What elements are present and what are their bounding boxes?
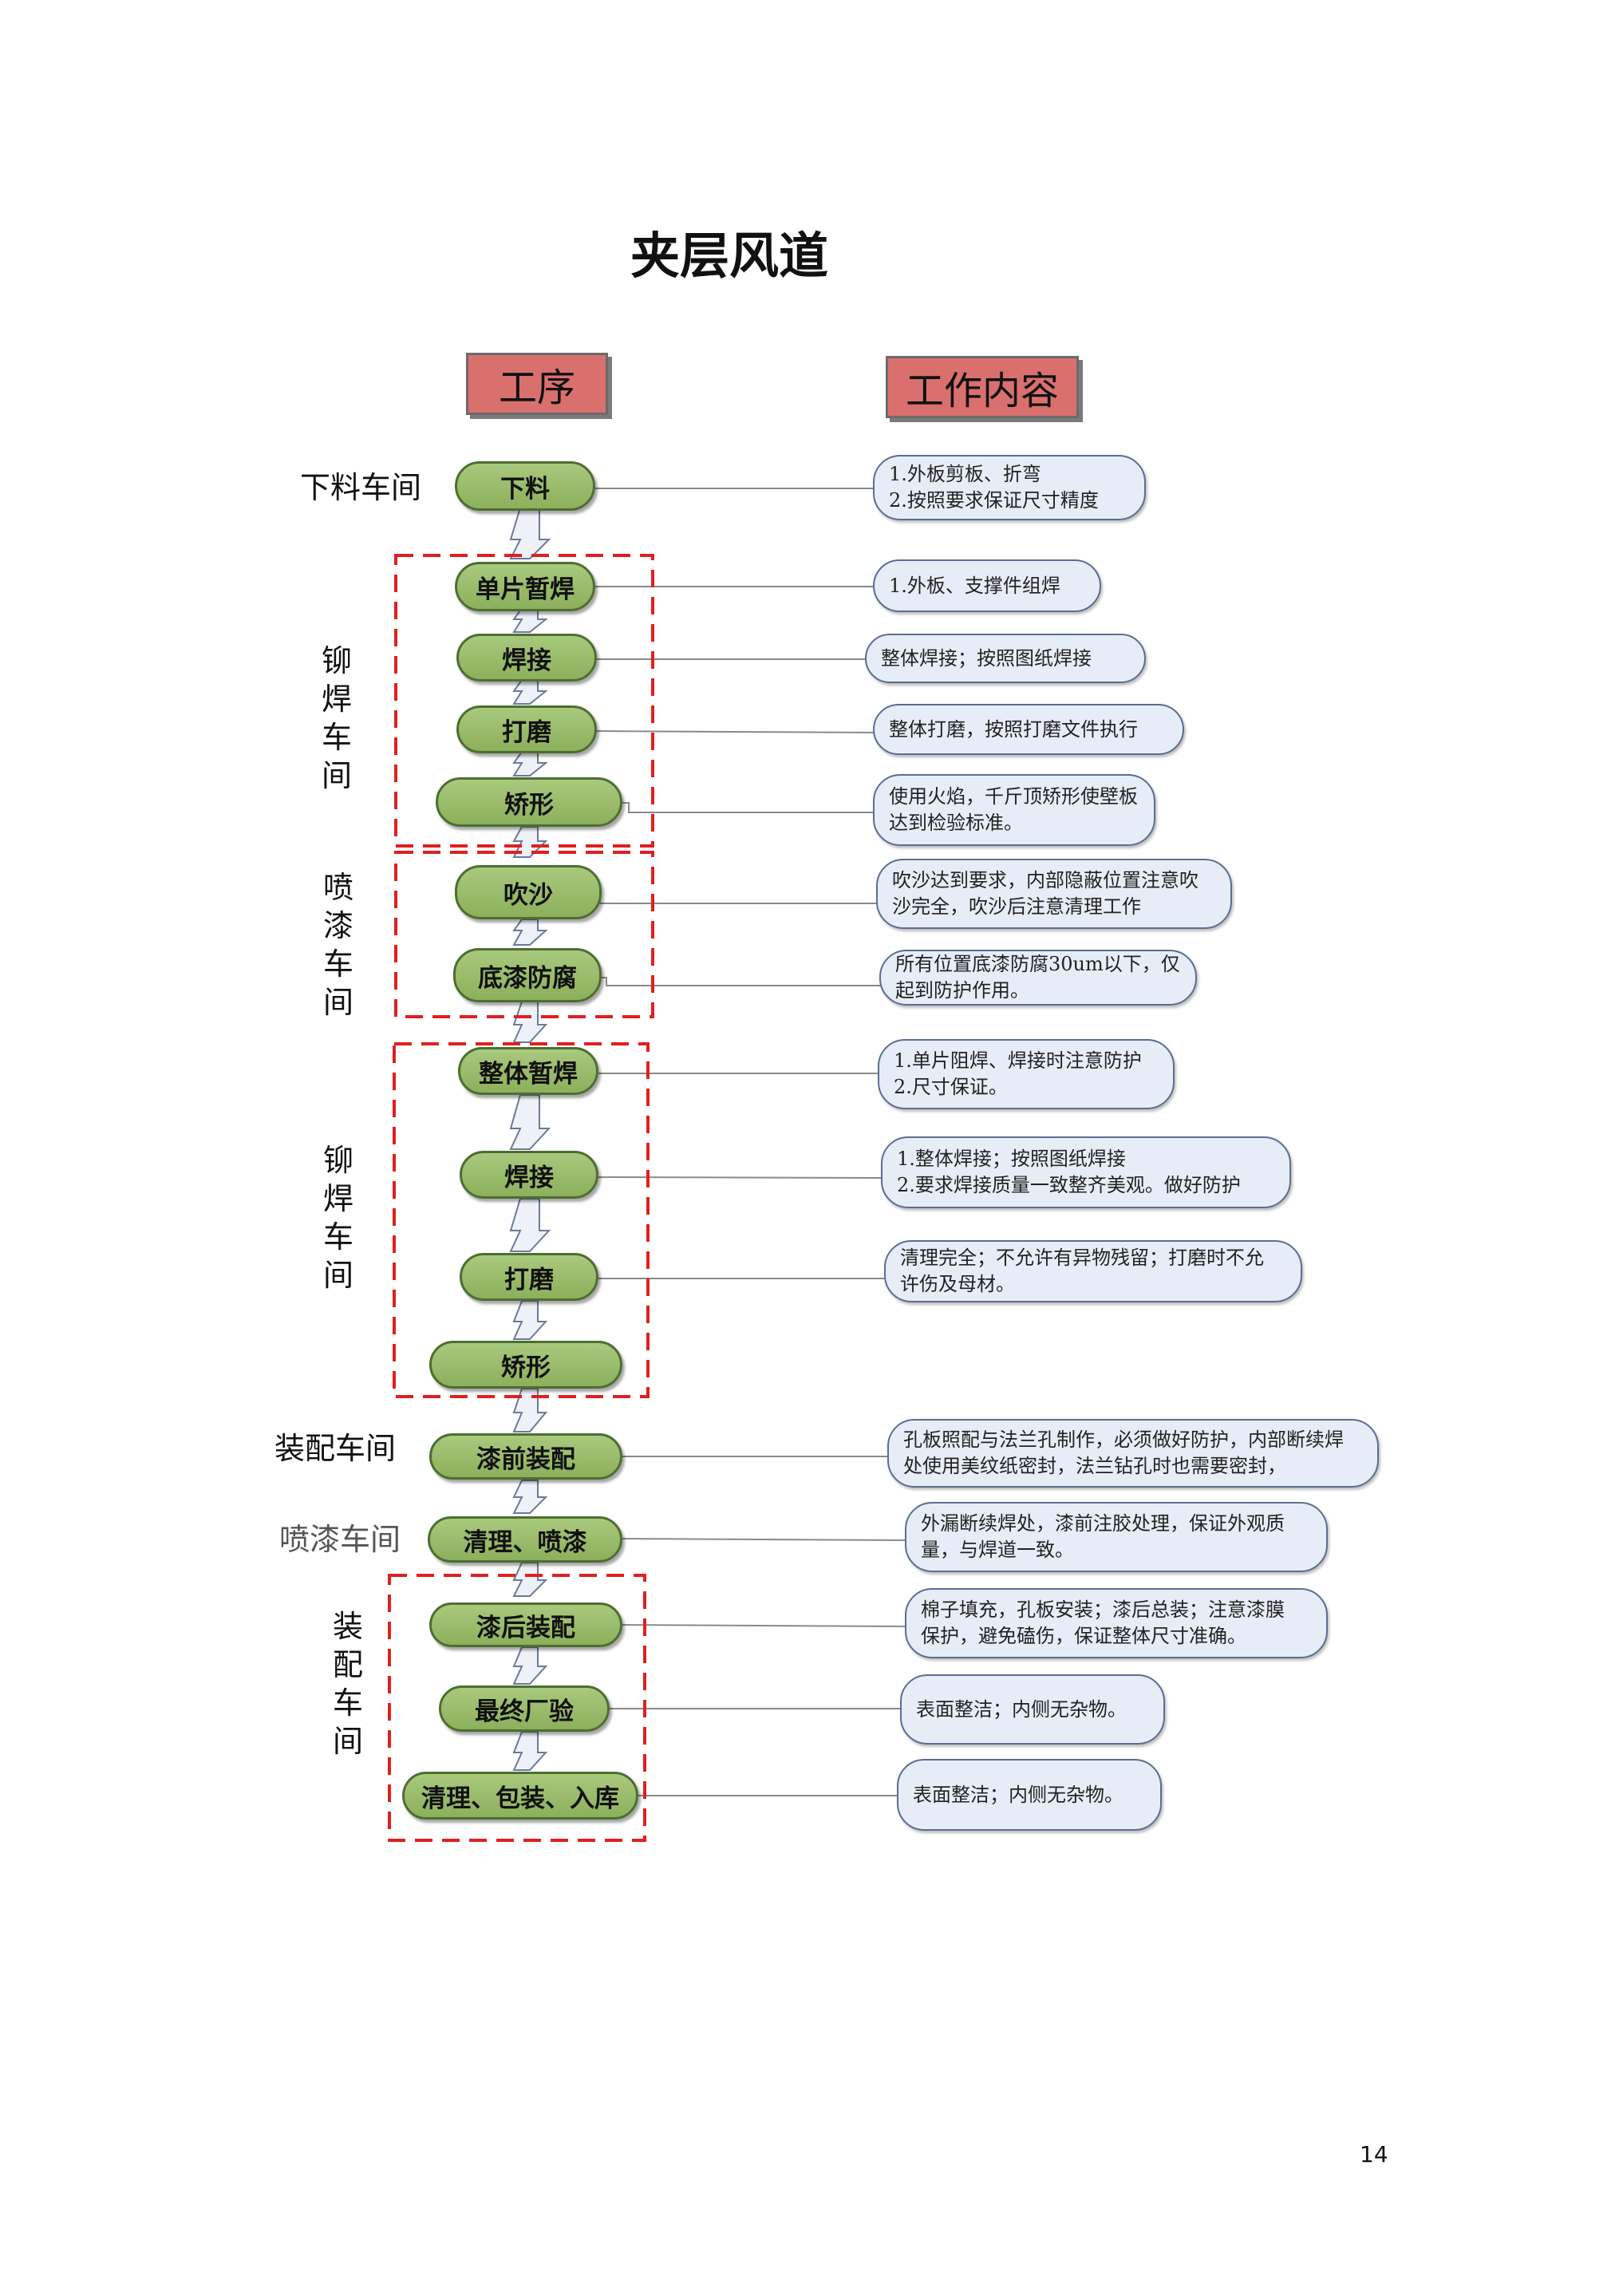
note-line: 起到防护作用。 — [895, 979, 1029, 1002]
step-cutting: 下料 — [455, 461, 595, 511]
group-frame-riveting-1 — [394, 554, 654, 848]
note-single-tack-weld: 1.外板、支撑件组焊 — [873, 559, 1101, 612]
flow-arrow — [512, 1646, 548, 1685]
note-line: 吹沙达到要求，内部隐蔽位置注意吹 — [892, 869, 1198, 891]
note-line: 棉子填充，孔板安装；漆后总装；注意漆膜 — [921, 1599, 1285, 1621]
note-line: 保护，避免磕伤，保证整体尺寸准确。 — [921, 1625, 1246, 1647]
note-welding-1: 整体焊接；按照图纸焊接 — [865, 634, 1146, 683]
flow-arrow — [509, 507, 551, 559]
page-number: 14 — [1360, 2141, 1388, 2168]
note-cutting: 1.外板剪板、折弯 2.按照要求保证尺寸精度 — [873, 455, 1146, 520]
note-primer-anticorrosion: 所有位置底漆防腐30um以下，仅 起到防护作用。 — [879, 950, 1197, 1006]
note-cleaning-painting: 外漏断续焊处，漆前注胶处理，保证外观质 量，与焊道一致。 — [905, 1502, 1328, 1572]
note-line: 许伤及母材。 — [900, 1273, 1015, 1295]
page-title: 夹层风道 — [630, 227, 829, 285]
step-sandblasting: 吹沙 — [455, 865, 602, 919]
group-frame-assembly-2 — [388, 1574, 646, 1842]
flow-arrow — [512, 1480, 548, 1514]
step-welding-2: 焊接 — [460, 1151, 598, 1199]
flow-arrow — [512, 826, 548, 858]
note-line: 1.外板、支撑件组焊 — [889, 574, 1060, 597]
note-grinding-2: 清理完全；不允许有异物残留；打磨时不允 许伤及母材。 — [884, 1240, 1302, 1302]
flow-arrow — [512, 679, 548, 705]
workshop-label-painting-1: 喷漆车间 — [322, 870, 353, 1020]
flow-arrow — [509, 1094, 551, 1150]
step-pre-paint-assembly: 漆前装配 — [429, 1433, 622, 1480]
connector-line — [597, 977, 881, 986]
step-single-tack-weld: 单片暂焊 — [455, 562, 595, 611]
connector-line — [590, 730, 880, 733]
note-line: 2.按照要求保证尺寸精度 — [889, 489, 1099, 512]
group-frame-riveting-2 — [393, 1042, 650, 1398]
note-line: 表面整洁；内侧无杂物。 — [913, 1783, 1123, 1806]
connector-line — [618, 802, 876, 813]
step-grinding-1: 打磨 — [456, 705, 597, 753]
note-line: 外漏断续焊处，漆前注胶处理，保证外观质 — [921, 1512, 1285, 1535]
note-grinding-1: 整体打磨，按照打磨文件执行 — [873, 704, 1184, 755]
step-straightening-1: 矫形 — [436, 777, 622, 827]
connector-line — [618, 1538, 909, 1541]
workshop-label-riveting-1: 铆焊车间 — [321, 643, 352, 793]
note-line: 整体焊接；按照图纸焊接 — [881, 646, 1092, 670]
note-line: 达到检验标准。 — [889, 812, 1023, 834]
note-final-factory-inspection: 表面整洁；内侧无杂物。 — [900, 1674, 1165, 1745]
flow-arrow — [512, 1731, 548, 1771]
note-pre-paint-assembly: 孔板照配与法兰孔制作，必须做好防护，内部断续焊 处使用美纹纸密封，法兰钻孔时也需… — [887, 1419, 1379, 1488]
step-post-paint-assembly: 漆后装配 — [429, 1602, 622, 1647]
note-line: 清理完全；不允许有异物残留；打磨时不允 — [900, 1247, 1264, 1269]
flow-arrow — [512, 1001, 548, 1043]
note-line: 使用火焰，千斤顶矫形使壁板 — [889, 785, 1138, 808]
note-line: 2.要求焊接质量一致整齐美观。做好防护 — [897, 1174, 1241, 1196]
note-line: 1.整体焊接；按照图纸焊接 — [897, 1148, 1126, 1170]
workshop-label-assembly-2: 装配车间 — [332, 1609, 363, 1759]
flow-arrow — [512, 607, 548, 633]
connector-line — [590, 1176, 883, 1179]
connector-line — [590, 895, 879, 904]
note-line: 2.尺寸保证。 — [894, 1076, 1008, 1098]
note-clean-pack-store: 表面整洁；内侧无杂物。 — [897, 1759, 1162, 1831]
step-welding-1: 焊接 — [456, 634, 597, 682]
workshop-label-riveting-2: 铆焊车间 — [322, 1143, 353, 1293]
note-line: 孔板照配与法兰孔制作，必须做好防护，内部断续焊 — [903, 1429, 1344, 1451]
flow-arrow — [512, 1562, 548, 1597]
note-line: 1.外板剪板、折弯 — [889, 463, 1041, 485]
note-line: 量，与焊道一致。 — [921, 1539, 1074, 1561]
flow-arrow — [512, 919, 548, 946]
step-grinding-2: 打磨 — [460, 1253, 598, 1301]
flow-arrow — [512, 751, 548, 777]
step-straightening-2: 矫形 — [429, 1341, 622, 1389]
header-process: 工序 — [466, 353, 608, 415]
flow-arrow — [512, 1300, 548, 1340]
workshop-label-assembly-1: 装配车间 — [274, 1431, 397, 1466]
step-primer-anticorrosion: 底漆防腐 — [453, 948, 602, 1002]
note-overall-tack-weld: 1.单片阻焊、焊接时注意防护 2.尺寸保证。 — [878, 1039, 1175, 1109]
step-overall-tack-weld: 整体暂焊 — [458, 1047, 598, 1095]
step-final-factory-inspection: 最终厂验 — [439, 1685, 610, 1732]
note-line: 沙完全，吹沙后注意清理工作 — [892, 895, 1141, 918]
connector-lines — [590, 488, 909, 1796]
note-welding-2: 1.整体焊接；按照图纸焊接 2.要求焊接质量一致整齐美观。做好防护 — [881, 1136, 1291, 1208]
note-sandblasting: 吹沙达到要求，内部隐蔽位置注意吹 沙完全，吹沙后注意清理工作 — [876, 859, 1232, 929]
flow-arrows — [509, 507, 551, 1771]
note-line: 整体打磨，按照打磨文件执行 — [889, 717, 1138, 741]
step-cleaning-painting: 清理、喷漆 — [428, 1516, 622, 1563]
workshop-label-cutting: 下料车间 — [300, 470, 422, 505]
flow-arrow — [509, 1198, 551, 1252]
note-straightening-1: 使用火焰，千斤顶矫形使壁板 达到检验标准。 — [873, 774, 1155, 846]
note-post-paint-assembly: 棉子填充，孔板安装；漆后总装；注意漆膜 保护，避免磕伤，保证整体尺寸准确。 — [905, 1588, 1328, 1658]
workshop-label-painting-2: 喷漆车间 — [279, 1522, 401, 1557]
connector-line — [618, 1624, 909, 1627]
group-frame-painting-1 — [394, 851, 654, 1018]
step-clean-pack-store: 清理、包装、入库 — [402, 1772, 638, 1820]
header-work-content: 工作内容 — [886, 356, 1079, 418]
note-line: 所有位置底漆防腐30um以下，仅 — [895, 953, 1180, 975]
note-line: 表面整洁；内侧无杂物。 — [916, 1697, 1127, 1721]
note-line: 1.单片阻焊、焊接时注意防护 — [894, 1049, 1142, 1072]
workshop-group-frames — [388, 554, 654, 1842]
note-line: 处使用美纹纸密封，法兰钻孔时也需要密封， — [903, 1455, 1286, 1477]
